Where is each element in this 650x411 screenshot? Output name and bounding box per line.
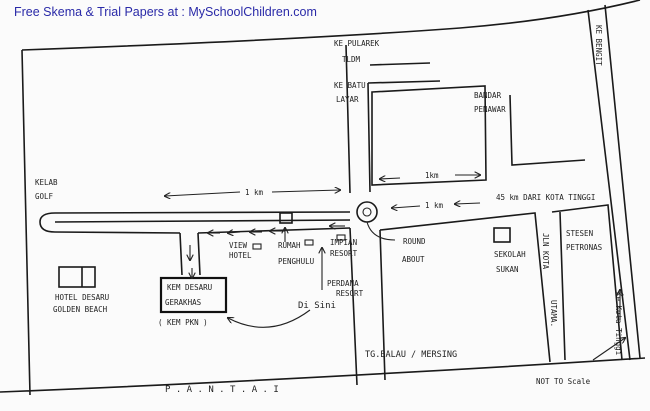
label: KEM DESARU [167, 283, 212, 292]
label: BANDAR [474, 91, 502, 100]
label: 1 km [425, 201, 444, 210]
road-south [349, 227, 386, 386]
label: PERDANA [327, 279, 359, 288]
label: GERAKHAS [165, 298, 202, 307]
view-hotel-icon [252, 243, 262, 250]
rumah-icon [304, 239, 314, 246]
label: LAYAR [336, 95, 359, 104]
label: SEKOLAH [494, 250, 526, 259]
junction-box [279, 212, 293, 224]
label: ( KEM PKN ) [158, 318, 208, 327]
label: HOTEL [229, 251, 252, 260]
label: PETRONAS [566, 243, 603, 252]
label: KE PULAREK [334, 39, 380, 48]
impian-icon [336, 234, 346, 241]
road-pulrek [345, 44, 441, 194]
label: TG.BALAU / MERSING [365, 350, 457, 360]
label: IMPIAN [330, 238, 357, 247]
label: GOLF [35, 192, 54, 201]
map-frame [0, 0, 646, 396]
road-east [509, 94, 586, 166]
label: ROUND [403, 237, 426, 246]
label: VIEW [229, 241, 248, 250]
label: KE BENGIT [594, 25, 603, 66]
label: Di Sini [298, 301, 336, 311]
label: 1km [425, 171, 439, 180]
label: HOTEL DESARU [55, 293, 109, 302]
roundabout-icon [356, 201, 378, 223]
main-road [39, 211, 351, 234]
label: RESORT [330, 249, 358, 258]
label: KELAB [35, 178, 58, 187]
label: 1 km [245, 188, 264, 197]
sekolah-building-icon [493, 227, 511, 243]
block-bandar [371, 85, 487, 186]
label: PENAWAR [474, 105, 506, 114]
label: STESEN [566, 229, 593, 238]
road-east-blocks [379, 204, 623, 363]
label: NOT TO Scale [536, 377, 591, 386]
label: TLDM [342, 55, 361, 64]
label: UTAMA. [549, 300, 558, 327]
label: 45 km DARI KOTA TINGGI [496, 193, 595, 202]
label: ABOUT [402, 255, 425, 264]
label: RUMAH [278, 241, 301, 250]
site-banner: Free Skema & Trial Papers at : MySchoolC… [14, 5, 317, 19]
direction-arrows [165, 175, 625, 361]
label: JLN KOTA [541, 233, 550, 270]
label: PENGHULU [278, 257, 314, 266]
label: RESORT [336, 289, 364, 298]
label: SUKAN [496, 265, 519, 274]
road-to-kem [179, 232, 201, 276]
label: KE BATU [334, 81, 366, 90]
hotel-building-icon [58, 266, 96, 288]
label: GOLDEN BEACH [53, 305, 108, 314]
label: Ke Kota Tinggi [614, 292, 623, 355]
label: P . A . N . T . A . I [165, 385, 279, 395]
